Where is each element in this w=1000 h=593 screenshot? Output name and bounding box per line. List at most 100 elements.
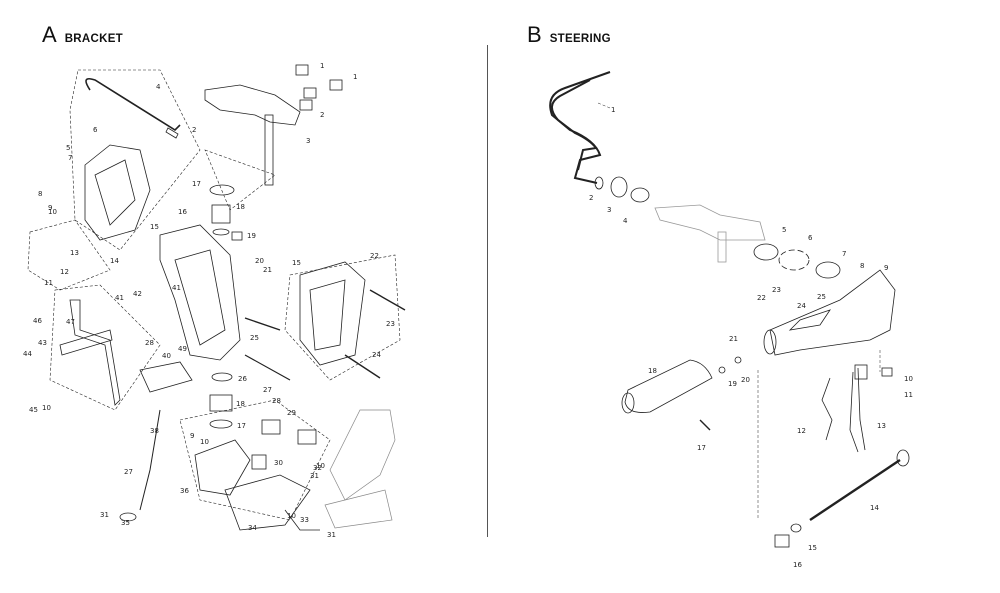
- callout-b-2: 2: [589, 194, 593, 202]
- callout-a-2: 2: [320, 111, 324, 119]
- callout-a-30: 30: [274, 459, 283, 467]
- stop-switch: [854, 364, 868, 380]
- section-a-heading: A BRACKET: [42, 22, 123, 48]
- callout-a-29: 29: [287, 409, 296, 417]
- lower-unit-outline: [324, 409, 396, 529]
- callout-a-2b: 2: [192, 126, 196, 134]
- clip-19: [231, 231, 243, 241]
- callout-a-10: 10: [48, 208, 57, 216]
- callout-a-22: 22: [370, 252, 379, 260]
- left-clamp-bracket: [84, 144, 151, 241]
- callout-a-7: 7: [68, 154, 72, 162]
- steering-callouts: 1 2 3 4 5 6 7 8 9 10 11 12 13 14 15 16 1…: [589, 106, 913, 569]
- callout-a-43: 43: [38, 339, 47, 347]
- grip-end: [621, 392, 635, 414]
- pin-25: [244, 317, 281, 331]
- callout-a-11: 11: [44, 279, 53, 287]
- pad-29b: [297, 429, 317, 445]
- callout-b-19: 19: [728, 380, 737, 388]
- callout-a-15: 15: [150, 223, 159, 231]
- callout-b-25: 25: [817, 293, 826, 301]
- callout-b-9: 9: [884, 264, 888, 272]
- switch-wires: [849, 367, 866, 453]
- callout-a-4: 4: [156, 83, 161, 91]
- washer-b2: [594, 176, 604, 190]
- ring-17-lower: [209, 419, 233, 429]
- wire-31: [284, 509, 320, 531]
- callout-b-23: 23: [772, 286, 781, 294]
- rod-spring: [165, 127, 179, 139]
- callout-a-16: 16: [178, 208, 187, 216]
- tiller-neck: [763, 329, 777, 355]
- screw-b19: [718, 366, 726, 374]
- block-part-2b: [299, 99, 313, 111]
- callout-a-49: 49: [178, 345, 187, 353]
- callout-b-20: 20: [741, 376, 750, 384]
- tiller-arm: [769, 269, 896, 356]
- callout-b-10: 10: [904, 375, 913, 383]
- swivel-bracket-ref: [654, 204, 766, 241]
- shaft-gear: [896, 449, 910, 467]
- callout-a-12: 12: [60, 268, 69, 276]
- rod-27: [244, 354, 291, 381]
- grommet-35: [119, 512, 137, 522]
- tilt-stopper-34: [224, 474, 311, 531]
- bushing-b16: [774, 534, 790, 548]
- lanyard-cord: [821, 377, 833, 441]
- tiller-arm-slot: [788, 309, 831, 331]
- callout-a-23: 23: [386, 320, 395, 328]
- callout-b-14: 14: [870, 504, 879, 512]
- callout-a-17b: 17: [237, 422, 246, 430]
- callout-a-8: 8: [38, 190, 42, 198]
- pad-29a: [261, 419, 281, 435]
- callout-a-17: 17: [192, 180, 201, 188]
- cable-37: [139, 409, 161, 511]
- callout-a-18: 18: [236, 203, 245, 211]
- callout-a-27b: 27: [263, 386, 272, 394]
- callout-a-44: 44: [23, 350, 32, 358]
- callout-a-19: 19: [247, 232, 256, 240]
- section-b-title: STEERING: [549, 33, 611, 45]
- bushing-17: [209, 184, 235, 196]
- tilt-lever-bar: [59, 329, 113, 356]
- right-clamp-inner: [309, 279, 346, 351]
- lock-plate: [139, 361, 193, 393]
- callout-a-5: 5: [66, 144, 70, 152]
- callout-a-45: 45: [29, 406, 38, 414]
- tilt-rod: [85, 77, 181, 132]
- callout-b-15: 15: [808, 544, 817, 552]
- ring-b6: [778, 249, 810, 271]
- callout-b-11: 11: [904, 391, 913, 399]
- tilt-lever: [69, 299, 121, 406]
- steering-guide-lines: [597, 102, 881, 520]
- ring-b7: [815, 261, 841, 279]
- callout-a-3: 3: [306, 137, 310, 145]
- callout-a-14: 14: [110, 257, 119, 265]
- callout-a-28b: 28: [272, 397, 281, 405]
- callout-b-4: 4: [623, 217, 628, 225]
- section-a-title: BRACKET: [64, 33, 124, 45]
- section-a-letter: A: [42, 22, 57, 47]
- washer-b3: [610, 176, 628, 198]
- callout-b-7: 7: [842, 250, 846, 258]
- callout-b-17: 17: [697, 444, 706, 452]
- swivel-shaft-ref: [717, 231, 727, 263]
- right-clamp-bracket: [299, 261, 366, 366]
- callout-a-9: 9: [48, 204, 52, 212]
- callout-a-10c: 10: [200, 438, 209, 446]
- bolt-24: [344, 354, 381, 379]
- callout-a-40: 40: [162, 352, 171, 360]
- callout-a-20: 20: [255, 257, 264, 265]
- callout-a-10b: 10: [42, 404, 51, 412]
- bracket-group-outlines: [27, 69, 401, 521]
- callout-a-33: 33: [300, 516, 309, 524]
- callout-b-1: 1: [611, 106, 615, 114]
- callout-a-13: 13: [70, 249, 79, 257]
- callout-a-34: 34: [248, 524, 257, 532]
- block-part-1b: [329, 79, 343, 91]
- callout-a-31c: 31: [327, 531, 336, 539]
- callout-a-21: 21: [263, 266, 272, 274]
